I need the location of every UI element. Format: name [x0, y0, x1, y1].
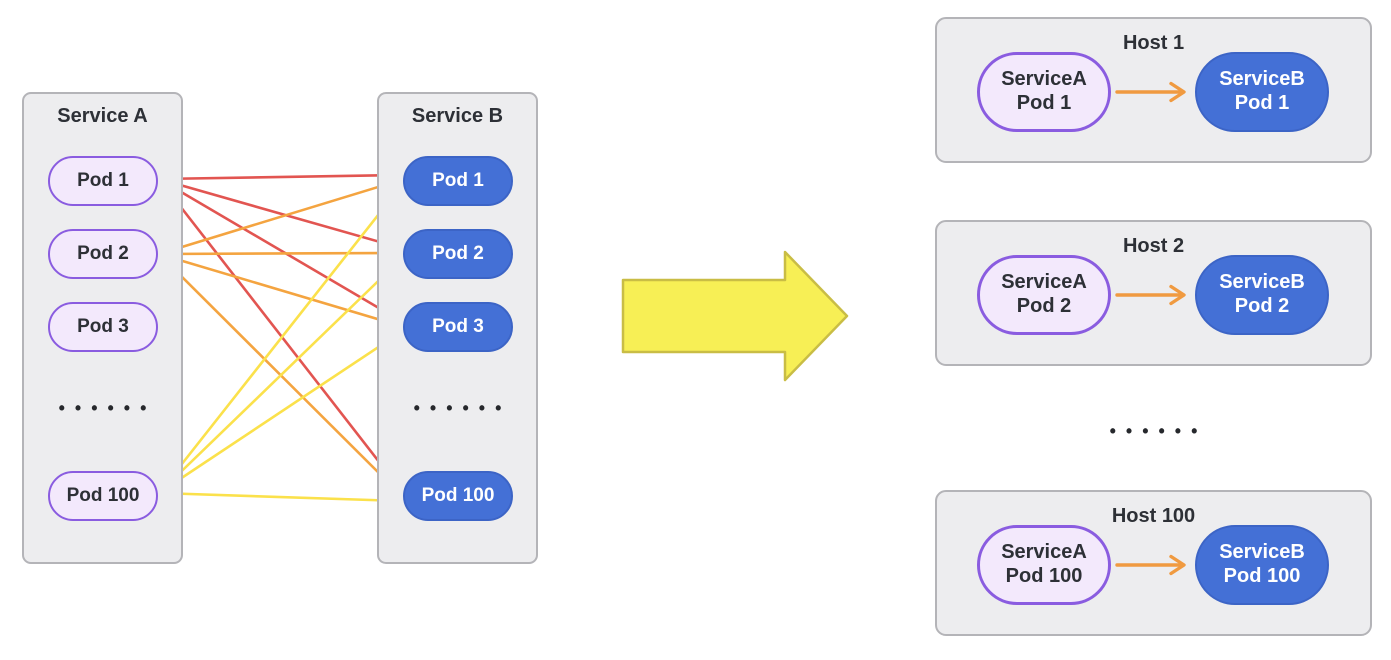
host-2-service-b-pod: ServiceB Pod 2 [1195, 255, 1329, 335]
host-2-service-a-pod: ServiceA Pod 2 [977, 255, 1111, 335]
service-a-panel: Service A Pod 1 Pod 2 Pod 3 •••••• Pod 1… [22, 92, 183, 564]
connection-line [158, 177, 404, 256]
connection-line [158, 168, 404, 182]
hosts-ellipsis: •••••• [1109, 421, 1208, 441]
service-a-pod-2: Pod 2 [48, 229, 158, 279]
connection-line [157, 184, 403, 494]
pod-label-line: ServiceA [1001, 271, 1087, 294]
service-a-ellipsis: •••••• [58, 398, 157, 418]
connection-line [157, 178, 403, 492]
pod-label-line: Pod 100 [1223, 565, 1301, 587]
big-yellow-arrow [621, 250, 849, 382]
right-arrow-icon [1115, 81, 1186, 103]
service-a-title: Service A [57, 105, 148, 127]
pod-label-line: ServiceA [1001, 541, 1087, 564]
service-b-pod-3: Pod 3 [403, 302, 513, 352]
pod-label-line: Pod 1 [1234, 92, 1290, 114]
service-a-pod-100: Pod 100 [48, 471, 158, 521]
pod-label-line: ServiceA [1001, 68, 1087, 91]
pod-label-line: Pod 2 [1234, 295, 1290, 317]
host-100-service-a-pod: ServiceA Pod 100 [977, 525, 1111, 605]
host-1-box: Host 1 ServiceA Pod 1 ServiceB Pod 1 [935, 17, 1372, 163]
right-arrow-icon [1115, 554, 1186, 576]
pod-label-line: Pod 100 [1005, 565, 1083, 587]
host-1-service-a-pod: ServiceA Pod 1 [977, 52, 1111, 132]
connection-line [158, 252, 404, 330]
pod-label-line: Pod 2 [1016, 295, 1072, 317]
right-arrow-icon [1115, 284, 1186, 306]
connection-line [158, 177, 404, 323]
service-a-pod-3: Pod 3 [48, 302, 158, 352]
pod-label-line: ServiceB [1219, 271, 1305, 294]
service-b-pod-100: Pod 100 [403, 471, 513, 521]
host-1-service-b-pod: ServiceB Pod 1 [1195, 52, 1329, 132]
host-2-title: Host 2 [1122, 235, 1185, 257]
host-1-title: Host 1 [1122, 32, 1185, 54]
connection-line [158, 330, 403, 495]
service-b-ellipsis: •••••• [413, 398, 512, 418]
service-a-pod-1: Pod 1 [48, 156, 158, 206]
pod-label-line: ServiceB [1219, 68, 1305, 91]
pod-label-line: ServiceB [1219, 541, 1305, 564]
host-100-box: Host 100 ServiceA Pod 100 ServiceB Pod 1… [935, 490, 1372, 636]
connection-line [158, 246, 404, 260]
service-b-pod-2: Pod 2 [403, 229, 513, 279]
host-100-title: Host 100 [1111, 505, 1196, 527]
service-b-title: Service B [411, 105, 504, 127]
connection-line [158, 253, 403, 497]
connection-line [158, 491, 404, 508]
pod-label-line: Pod 1 [1016, 92, 1072, 114]
connection-line [158, 177, 404, 252]
service-b-pod-1: Pod 1 [403, 156, 513, 206]
connection-line [158, 257, 403, 494]
host-2-box: Host 2 ServiceA Pod 2 ServiceB Pod 2 [935, 220, 1372, 366]
service-b-panel: Service B Pod 1 Pod 2 Pod 3 •••••• Pod 1… [377, 92, 538, 564]
host-100-service-b-pod: ServiceB Pod 100 [1195, 525, 1329, 605]
